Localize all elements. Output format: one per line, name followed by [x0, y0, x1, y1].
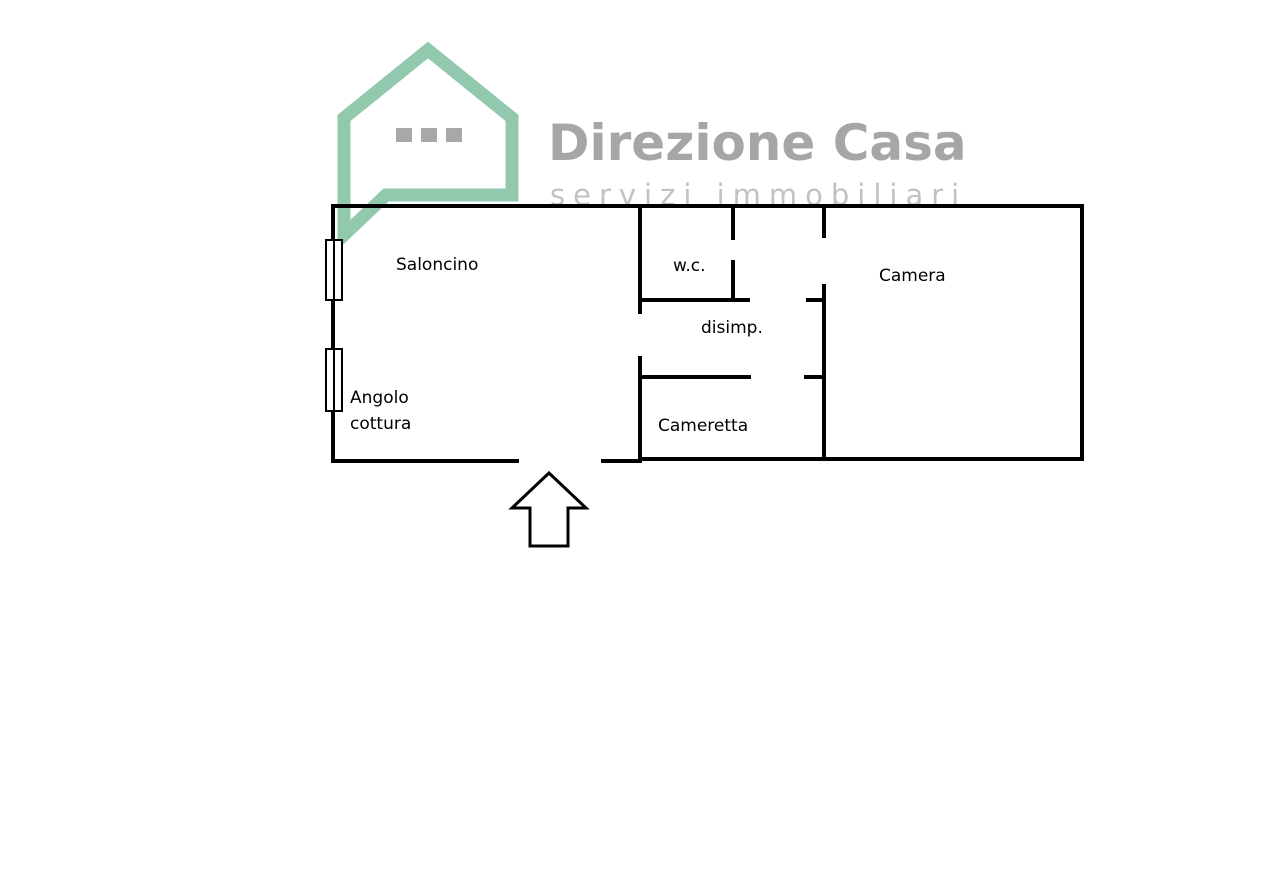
- room-label-camera: Camera: [879, 266, 946, 286]
- room-labels: Saloncino Angolo cottura w.c. disimp. Ca…: [350, 255, 946, 436]
- windows: [325, 239, 343, 412]
- house-logo-icon: [337, 41, 519, 251]
- brand-name: Direzione Casa: [548, 114, 967, 172]
- walls: [331, 204, 1084, 463]
- room-label-angolo-line1: Angolo: [350, 388, 409, 408]
- room-label-angolo-line2: cottura: [350, 414, 411, 434]
- entrance-arrow-icon: [508, 470, 590, 548]
- room-label-wc: w.c.: [673, 256, 706, 276]
- room-label-cameretta: Cameretta: [658, 416, 748, 436]
- room-label-saloncino: Saloncino: [396, 255, 478, 275]
- room-label-disimpegno: disimp.: [701, 318, 763, 338]
